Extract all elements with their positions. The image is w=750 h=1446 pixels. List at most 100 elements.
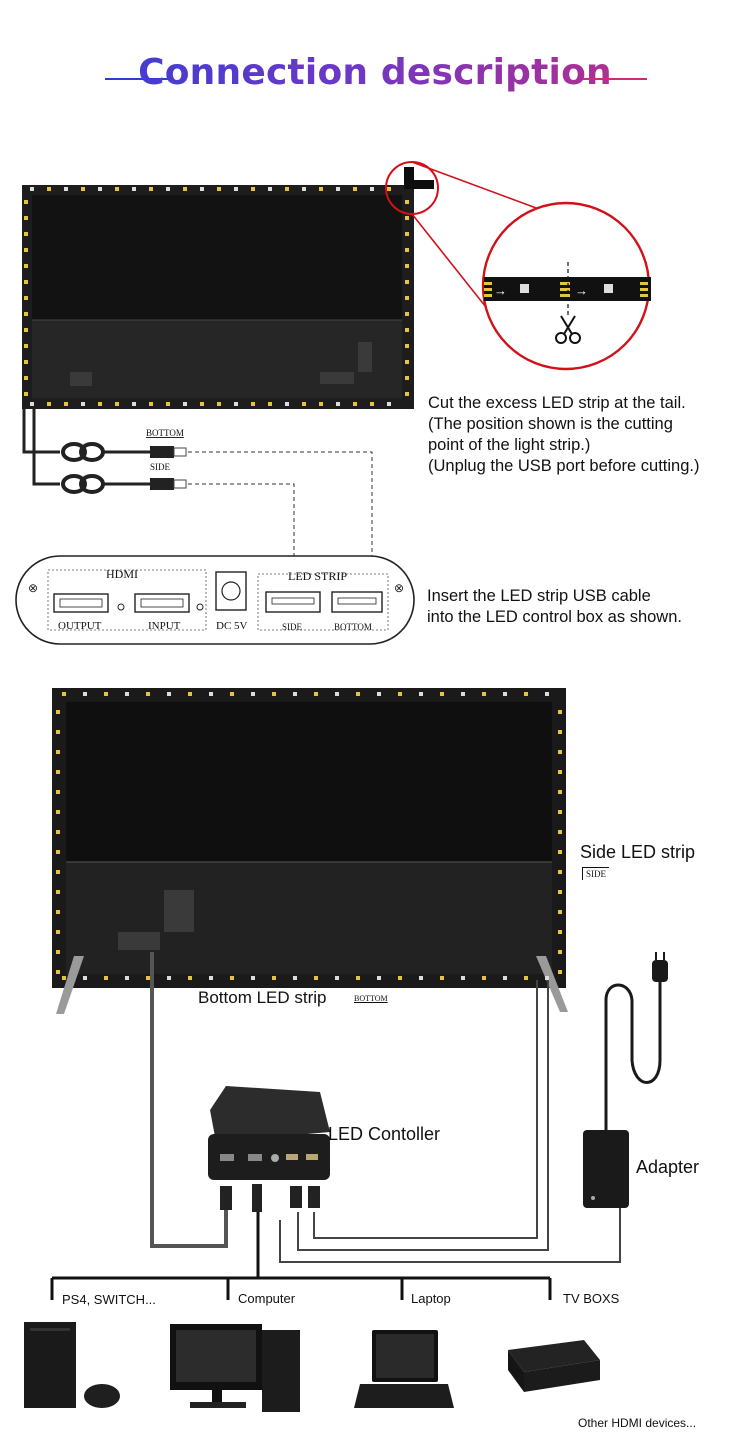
led-dot (30, 187, 34, 191)
led-dot (558, 970, 562, 974)
led-dot (132, 402, 136, 406)
led-dot (56, 730, 60, 734)
led-dot (183, 402, 187, 406)
led-dot (285, 187, 289, 191)
led-dot (336, 402, 340, 406)
led-dot (558, 710, 562, 714)
led-dot (125, 976, 129, 980)
led-dot (62, 976, 66, 980)
desktop-computer-icon (170, 1324, 300, 1412)
led-dot (24, 392, 28, 396)
led-dot (125, 692, 129, 696)
side-tag: SIDE (582, 867, 609, 880)
insert-note-line-2: into the LED control box as shown. (427, 608, 682, 626)
power-adapter (583, 1130, 629, 1208)
device-label-tv-box: TV BOXS (563, 1291, 620, 1306)
led-dot (24, 216, 28, 220)
led-dot (461, 692, 465, 696)
led-dot (319, 187, 323, 191)
led-dot (104, 976, 108, 980)
led-dot (405, 280, 409, 284)
led-dot (56, 950, 60, 954)
led-dot (132, 187, 136, 191)
led-dot (83, 976, 87, 980)
page-title: Connection description (0, 52, 750, 93)
cut-note-line-4: (Unplug the USB port before cutting.) (428, 457, 700, 475)
scissors-icon (555, 315, 581, 344)
insert-note-line-1: Insert the LED strip USB cable (427, 587, 651, 605)
led-dot (62, 692, 66, 696)
led-dot (272, 692, 276, 696)
hdmi-input-port (134, 593, 190, 613)
led-dot (558, 890, 562, 894)
led-dot (440, 692, 444, 696)
led-dot (56, 970, 60, 974)
usb-side-port (265, 591, 321, 613)
led-dot (146, 976, 150, 980)
led-dot (209, 692, 213, 696)
led-dot (356, 976, 360, 980)
led-dot (56, 770, 60, 774)
led-dot (405, 312, 409, 316)
led-dot (558, 910, 562, 914)
device-label-ps4: PS4, SWITCH... (62, 1292, 156, 1307)
tv-box-icon (508, 1340, 600, 1392)
led-dot (302, 187, 306, 191)
led-dot (558, 730, 562, 734)
led-dot (405, 376, 409, 380)
led-dot (146, 692, 150, 696)
led-dot (405, 248, 409, 252)
cable-bottom-label: BOTTOM (146, 428, 184, 438)
led-dot (98, 402, 102, 406)
led-dot (293, 692, 297, 696)
led-dot (24, 296, 28, 300)
led-dot (183, 187, 187, 191)
led-dot (387, 402, 391, 406)
led-dot (217, 187, 221, 191)
cut-instruction: Cut the excess LED strip at the tail. (T… (428, 393, 699, 477)
led-dot (558, 830, 562, 834)
led-strip-top (24, 187, 409, 406)
led-dot (230, 692, 234, 696)
led-dot (234, 187, 238, 191)
led-dot (24, 200, 28, 204)
cut-note-line-3: point of the light strip.) (428, 436, 591, 454)
bottom-port-label: BOTTOM (334, 622, 372, 632)
led-dot (545, 976, 549, 980)
led-dot (419, 692, 423, 696)
power-plug-icon (652, 952, 668, 982)
adapter-label: Adapter (636, 1157, 700, 1177)
led-dot (405, 200, 409, 204)
output-label: OUTPUT (58, 620, 102, 632)
led-dot (405, 216, 409, 220)
led-dot (370, 402, 374, 406)
bottom-led-strip-label: Bottom LED strip (198, 988, 327, 1007)
game-console-icon (24, 1322, 120, 1408)
led-dot (503, 692, 507, 696)
led-dot (24, 232, 28, 236)
led-dot (314, 692, 318, 696)
led-dot (251, 692, 255, 696)
led-dot (524, 692, 528, 696)
led-dot (353, 402, 357, 406)
led-strip-group-label: LED STRIP (288, 569, 347, 583)
led-dot (200, 187, 204, 191)
led-dot (167, 976, 171, 980)
led-dot (558, 770, 562, 774)
led-dot (24, 344, 28, 348)
led-dot (558, 750, 562, 754)
led-dot (335, 976, 339, 980)
led-dot (524, 976, 528, 980)
svg-text:→: → (494, 283, 507, 298)
usb-bottom-port (331, 591, 383, 613)
led-dot (251, 976, 255, 980)
svg-text:⊗: ⊗ (394, 581, 404, 595)
led-dot (24, 376, 28, 380)
led-dot (336, 187, 340, 191)
device-label-laptop: Laptop (411, 1291, 451, 1306)
svg-text:⊗: ⊗ (28, 581, 38, 595)
led-dot (482, 692, 486, 696)
led-dot (268, 187, 272, 191)
led-dot (405, 296, 409, 300)
hdmi-output-port (53, 593, 109, 613)
